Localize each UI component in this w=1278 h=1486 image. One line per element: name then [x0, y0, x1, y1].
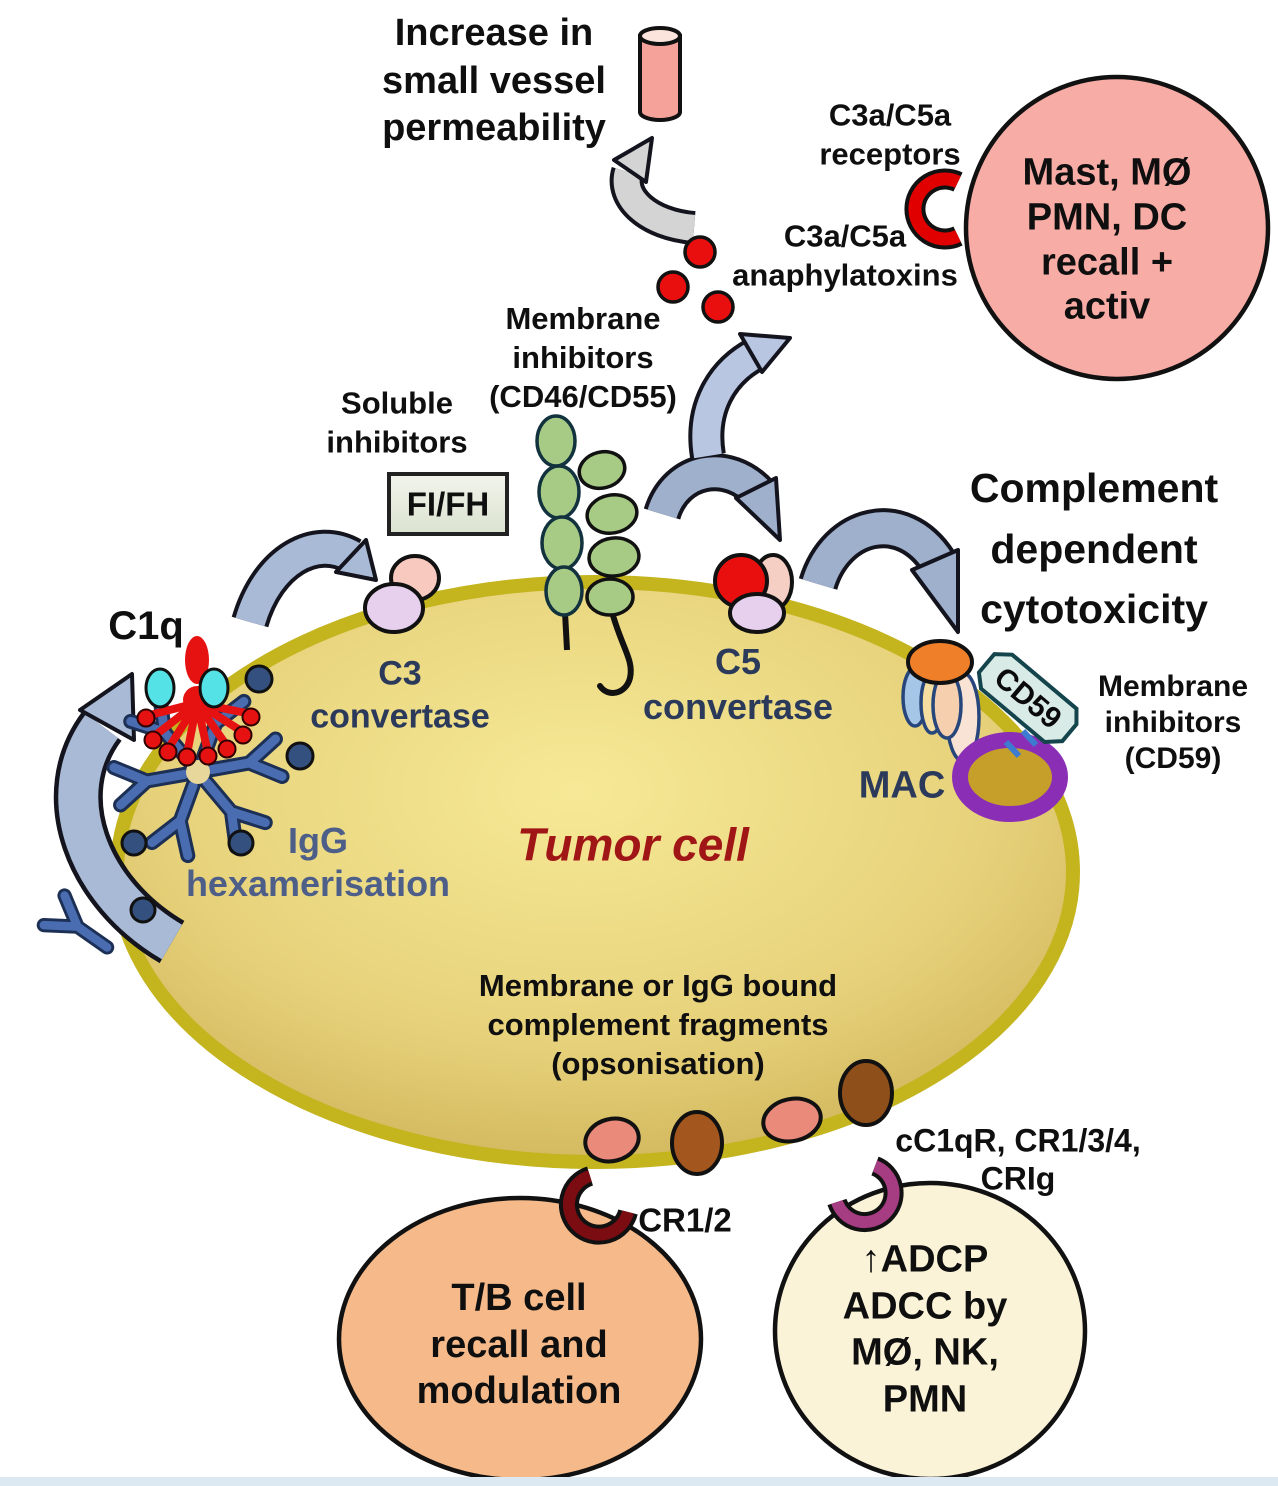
mac-complex [901, 639, 981, 763]
anaphylatoxin-dots [656, 235, 735, 324]
c3a-c5a-receptors-label: C3a/C5a receptors [819, 97, 961, 171]
mast-cell-circle [963, 74, 1271, 382]
arrow-c5-to-mac [798, 508, 960, 634]
complement-fragments [583, 1059, 894, 1176]
cd59-anchor [1003, 728, 1039, 759]
arrow-c3-to-c5 [643, 453, 782, 542]
mast-cell-label: Mast, MØ PMN, DC recall + activ [1022, 151, 1192, 328]
cr12-receptor-icon [558, 1166, 638, 1245]
bottom-strip [0, 1477, 1278, 1486]
fifh-label: FI/FH [406, 485, 490, 523]
c5-convertase-molecule [713, 553, 794, 634]
c5-convertase-label: C5 convertase [642, 641, 834, 727]
c3-convertase-label: C3 convertase [310, 654, 490, 736]
fifh-box [387, 472, 509, 536]
adcp-label: ↑ADCP ADCC by MØ, NK, PMN [842, 1238, 1008, 1421]
cr12-label: CR1/2 [638, 1201, 732, 1239]
soluble-inhibitors-label: Soluble inhibitors [326, 385, 468, 459]
membrane-dots [120, 664, 315, 924]
tb-cell-label: T/B cell recall and modulation [416, 1276, 622, 1413]
vessel-icon [638, 26, 682, 122]
mac-label: MAC [858, 764, 946, 807]
cc1qr-label: cC1qR, CR1/3/4, CRIg [895, 1122, 1141, 1196]
arrow-to-vessel [609, 136, 697, 245]
c1q-complex [136, 636, 261, 767]
membrane-inhibitors-cd59-label: Membrane inhibitors (CD59) [1097, 670, 1249, 775]
cdc-label: Complement dependent cytotoxicity [969, 464, 1219, 633]
cc1qr-receptor-icon [827, 1156, 904, 1233]
c3a-c5a-receptor-icon [904, 168, 963, 250]
membrane-pore [952, 732, 1068, 822]
c3-convertase-molecule [363, 554, 441, 634]
cd46-cd55-inhibitors [535, 414, 641, 696]
igg-antibody-icon [36, 888, 115, 955]
tumor-cell-label: Tumor cell [517, 818, 749, 871]
arrow-c1q-to-c3 [231, 529, 378, 628]
c1q-label: C1q [108, 604, 184, 648]
arrow-c5-to-anaphylatoxins [688, 332, 792, 459]
opsonisation-label: Membrane or IgG bound complement fragmen… [478, 967, 838, 1081]
membrane-inhibitors-cd46-label: Membrane inhibitors (CD46/CD55) [489, 300, 677, 414]
igg-hexamerisation-label: IgG hexamerisation [185, 819, 451, 904]
anaphylatoxins-label: C3a/C5a anaphylatoxins [732, 218, 958, 292]
vessel-label: Increase in small vessel permeability [382, 11, 606, 149]
